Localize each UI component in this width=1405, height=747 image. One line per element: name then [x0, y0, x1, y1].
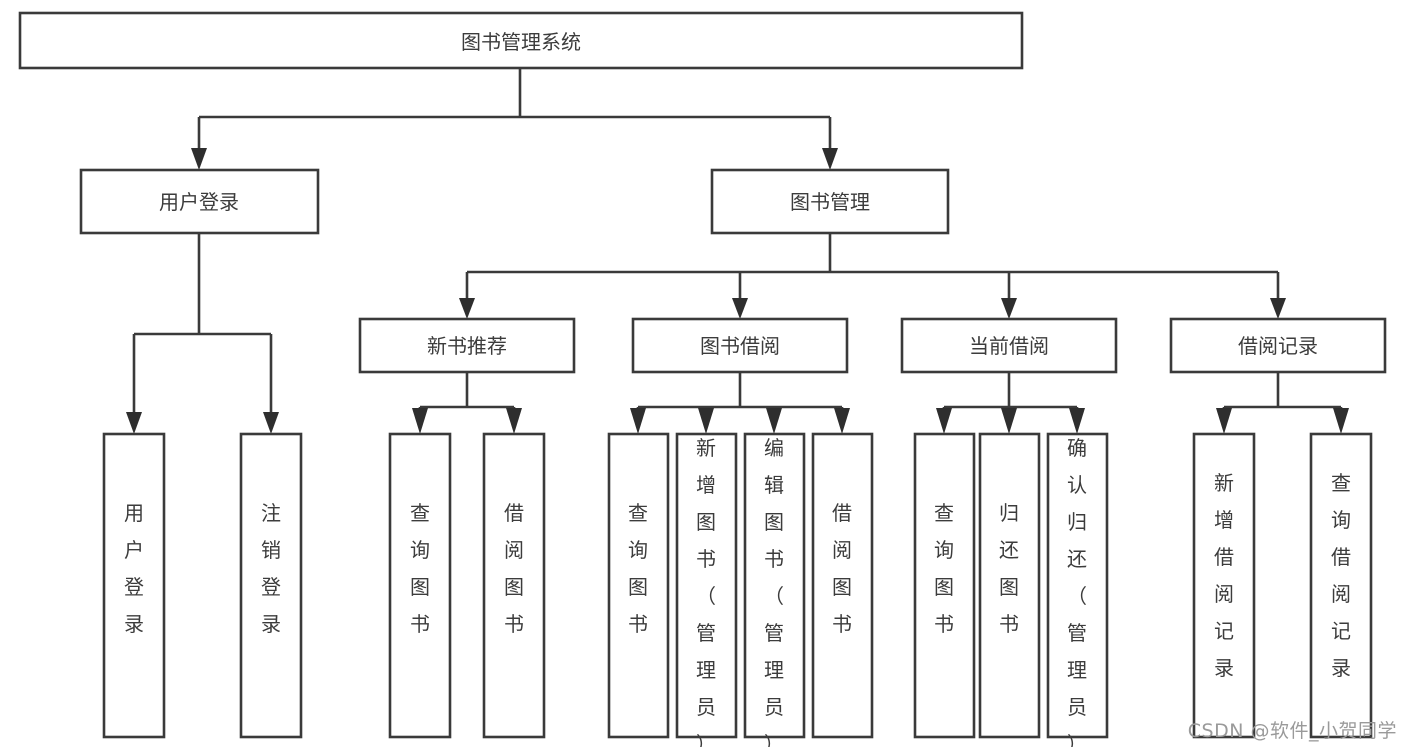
- node-leaf-confirm-return-label: 确认归还（管理员）: [1067, 436, 1087, 747]
- arrow-head-leaf-user-login: [126, 412, 142, 434]
- node-leaf-add-record-box[interactable]: [1192, 432, 1256, 739]
- arrow-head-leaf-user-logout: [263, 412, 279, 434]
- node-leaf-query-book-3-label: 查询图书: [934, 501, 954, 636]
- node-leaf-add-book-label: 新增图书（管理员）: [696, 436, 716, 747]
- node-leaf-user-login[interactable]: 用户登录: [102, 432, 166, 739]
- node-leaf-return-book-label: 归还图书: [999, 501, 1019, 636]
- arrow-head-book-borrow: [732, 298, 748, 319]
- node-leaf-query-book-1-label: 查询图书: [410, 501, 430, 636]
- watermark-label: CSDN @软件_小贺同学: [1187, 720, 1397, 742]
- arrow-head-leaf-query-book-1: [412, 408, 428, 434]
- node-book-manage[interactable]: 图书管理: [710, 168, 950, 235]
- node-leaf-user-logout[interactable]: 注销登录: [239, 432, 303, 739]
- arrow-head-leaf-borrow-book-1: [506, 408, 522, 434]
- node-borrow-record[interactable]: 借阅记录: [1169, 317, 1387, 374]
- node-new-book-recommend-label: 新书推荐: [427, 334, 507, 358]
- node-borrow-record-box[interactable]: [1169, 317, 1387, 374]
- node-leaf-query-book-2[interactable]: 查询图书: [607, 432, 670, 739]
- node-root-box[interactable]: [18, 11, 1024, 70]
- node-book-borrow-label: 图书借阅: [700, 334, 780, 358]
- connectors-layer: [126, 68, 1349, 434]
- node-leaf-query-book-1[interactable]: 查询图书: [388, 432, 452, 739]
- node-leaf-user-login-label: 用户登录: [124, 501, 144, 636]
- node-book-borrow-box[interactable]: [631, 317, 849, 374]
- node-leaf-borrow-book-2-box[interactable]: [811, 432, 874, 739]
- node-new-book-recommend-box[interactable]: [358, 317, 576, 374]
- node-leaf-edit-book-box[interactable]: [743, 432, 806, 739]
- node-leaf-borrow-book-1-label: 借阅图书: [504, 501, 524, 636]
- node-leaf-borrow-book-1[interactable]: 借阅图书: [482, 432, 546, 739]
- node-user-login[interactable]: 用户登录: [79, 168, 320, 235]
- node-leaf-add-book-box[interactable]: [675, 432, 738, 739]
- node-user-login-label: 用户登录: [159, 190, 239, 214]
- arrow-head-leaf-borrow-book-2: [834, 408, 850, 434]
- node-leaf-add-record[interactable]: 新增借阅记录: [1192, 432, 1256, 739]
- arrow-head-leaf-query-record: [1333, 408, 1349, 434]
- node-new-book-recommend[interactable]: 新书推荐: [358, 317, 576, 374]
- node-current-borrow[interactable]: 当前借阅: [900, 317, 1118, 374]
- arrow-head-leaf-query-book-2: [630, 408, 646, 434]
- node-current-borrow-label: 当前借阅: [969, 334, 1049, 358]
- arrow-head-new-book-recommend: [459, 298, 475, 319]
- node-leaf-query-book-1-box[interactable]: [388, 432, 452, 739]
- node-leaf-return-book[interactable]: 归还图书: [978, 432, 1041, 739]
- node-leaf-user-login-box[interactable]: [102, 432, 166, 739]
- node-book-borrow[interactable]: 图书借阅: [631, 317, 849, 374]
- node-leaf-query-record[interactable]: 查询借阅记录: [1309, 432, 1373, 739]
- node-leaf-add-record-label: 新增借阅记录: [1214, 471, 1234, 680]
- arrow-head-current-borrow: [1001, 298, 1017, 319]
- node-leaf-query-book-2-label: 查询图书: [628, 501, 648, 636]
- node-leaf-user-logout-box[interactable]: [239, 432, 303, 739]
- node-user-login-box[interactable]: [79, 168, 320, 235]
- arrow-head-leaf-edit-book: [766, 408, 782, 434]
- node-leaf-borrow-book-2[interactable]: 借阅图书: [811, 432, 874, 739]
- node-leaf-return-book-box[interactable]: [978, 432, 1041, 739]
- arrow-head-leaf-confirm-return: [1069, 408, 1085, 434]
- node-root[interactable]: 图书管理系统: [18, 11, 1024, 70]
- arrow-head-leaf-add-book: [698, 408, 714, 434]
- node-leaf-query-record-label: 查询借阅记录: [1331, 471, 1351, 680]
- arrow-head-borrow-record: [1270, 298, 1286, 319]
- arrow-head-leaf-add-record: [1216, 408, 1232, 434]
- arrow-head-leaf-return-book: [1001, 408, 1017, 434]
- node-leaf-query-book-3-box[interactable]: [913, 432, 976, 739]
- node-root-label: 图书管理系统: [461, 30, 581, 54]
- node-book-manage-label: 图书管理: [790, 190, 870, 214]
- node-leaf-user-logout-label: 注销登录: [261, 501, 281, 636]
- node-leaf-query-book-2-box[interactable]: [607, 432, 670, 739]
- arrow-head-leaf-query-book-3: [936, 408, 952, 434]
- node-leaf-borrow-book-1-box[interactable]: [482, 432, 546, 739]
- arrow-head-user-login: [191, 148, 207, 170]
- node-book-manage-box[interactable]: [710, 168, 950, 235]
- node-leaf-borrow-book-2-label: 借阅图书: [832, 501, 852, 636]
- node-leaf-query-book-3[interactable]: 查询图书: [913, 432, 976, 739]
- node-borrow-record-label: 借阅记录: [1238, 334, 1318, 358]
- node-leaf-confirm-return-box[interactable]: [1046, 432, 1109, 739]
- node-leaf-edit-book-label: 编辑图书（管理员）: [764, 436, 784, 747]
- node-current-borrow-box[interactable]: [900, 317, 1118, 374]
- node-leaf-confirm-return[interactable]: 确认归还（管理员）: [1046, 432, 1109, 747]
- node-leaf-edit-book[interactable]: 编辑图书（管理员）: [743, 432, 806, 747]
- arrow-head-book-manage: [822, 148, 838, 170]
- node-leaf-add-book[interactable]: 新增图书（管理员）: [675, 432, 738, 747]
- node-leaf-query-record-box[interactable]: [1309, 432, 1373, 739]
